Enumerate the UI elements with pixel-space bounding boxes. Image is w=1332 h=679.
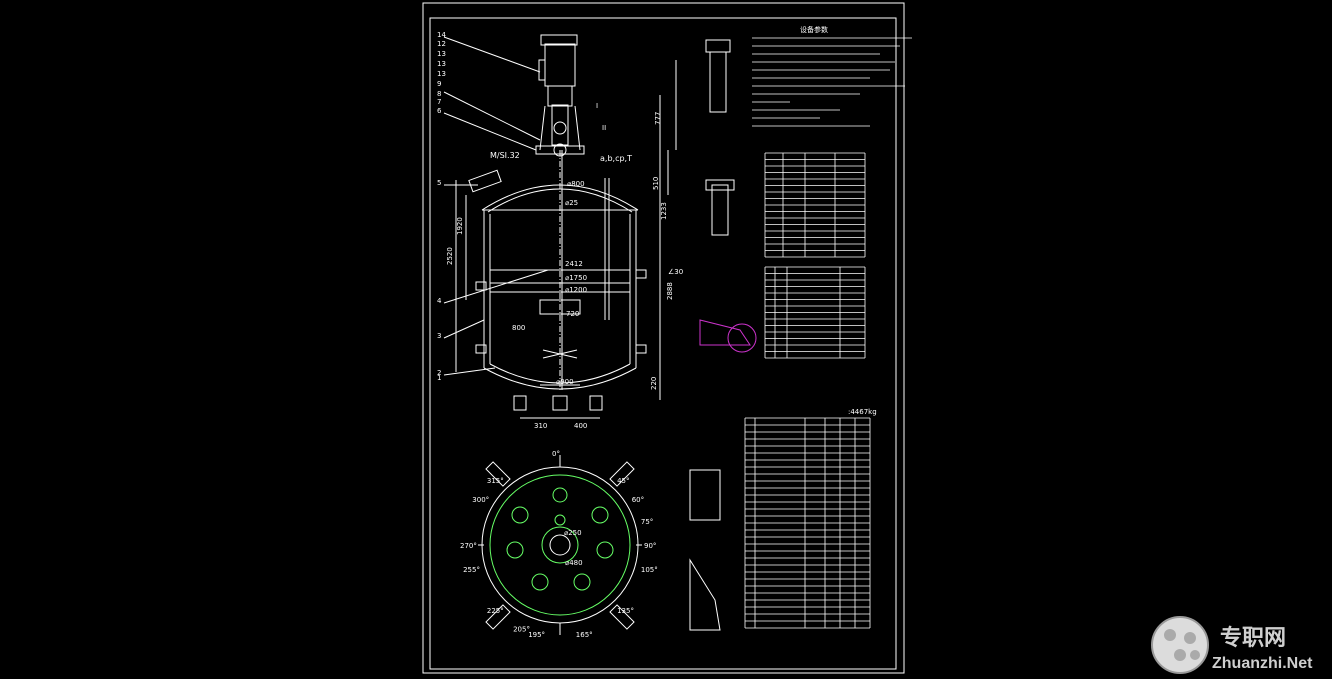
plan-view-labels: ⌀480 ⌀250	[564, 529, 583, 567]
dim-800: 800	[512, 324, 525, 332]
dim-720: 720	[566, 310, 579, 318]
part-callout: 5	[437, 179, 441, 187]
nozzle-table	[764, 266, 866, 359]
part-I-label: I	[596, 102, 598, 110]
part-callout: 12	[437, 40, 446, 48]
watermark: 专职网 Zhuanzhi.Net	[1151, 616, 1313, 674]
weight-note: :4467kg	[848, 408, 877, 416]
dim-d900: ⌀900	[556, 378, 574, 386]
part-callout: 13	[437, 70, 446, 78]
plan-angle-label: 60°	[632, 496, 644, 504]
dim-d25: ⌀25	[565, 199, 578, 207]
part-callout: 1	[437, 374, 441, 382]
plan-angle-label: 205°	[513, 625, 530, 633]
watermark-logo-icon	[1151, 616, 1209, 674]
watermark-en: Zhuanzhi.Net	[1212, 655, 1313, 672]
part-callout: 2	[437, 369, 441, 377]
watermark-cn: 专职网	[1220, 625, 1286, 651]
dim-400: 400	[574, 422, 587, 430]
plan-angle-label: 165°	[576, 631, 593, 639]
plan-view	[478, 455, 642, 635]
dim-angle30: ∠30	[668, 268, 683, 276]
elevation-labels: M/SI.32 a,b,cp,T I II ⌀800 ⌀25 2412 ⌀175…	[446, 102, 683, 430]
nozzle-letters-label: a,b,cp,T	[600, 154, 632, 163]
dim-2888: 2888	[666, 282, 674, 300]
part-callout: 3	[437, 332, 441, 340]
plan-angle-label: 315°	[487, 477, 504, 485]
technical-notes	[752, 37, 912, 127]
part-II-label: II	[602, 124, 606, 132]
part-callout: 13	[437, 60, 446, 68]
dim-2412: 2412	[565, 260, 583, 268]
plan-dim-d250: ⌀250	[564, 529, 582, 537]
part-callout: 13	[437, 50, 446, 58]
part-callout: 9	[437, 80, 441, 88]
dim-777: 777	[654, 112, 662, 125]
sheet-inner-frame	[429, 17, 897, 670]
part-callout: 14	[437, 31, 446, 39]
dim-1233: 1233	[660, 202, 668, 220]
dim-d800: ⌀800	[567, 180, 585, 188]
vessel-elevation	[443, 34, 677, 419]
plan-angle-label: 0°	[552, 450, 560, 458]
parts-list-table	[744, 417, 871, 629]
dim-310: 310	[534, 422, 547, 430]
plan-angle-label: 135°	[617, 607, 634, 615]
plan-angle-label: 255°	[463, 566, 480, 574]
notes-title: 设备参数	[800, 25, 828, 34]
plan-view-angle-labels: 0° 45° 60° 75° 90° 105° 135° 165° 195°205° 225° 25…	[460, 450, 658, 639]
detail-drawings	[689, 39, 757, 631]
dim-220: 220	[650, 377, 658, 390]
part-callout: 4	[437, 297, 442, 305]
part-callout: 8	[437, 90, 441, 98]
plan-angle-label: 105°	[641, 566, 658, 574]
dim-1920: 1920	[456, 217, 464, 235]
dim-2520: 2520	[446, 247, 454, 265]
dim-d1750: ⌀1750	[565, 274, 587, 282]
spec-table	[764, 152, 866, 258]
part-callout: 6	[437, 107, 442, 115]
plan-angle-label: 300°	[472, 496, 489, 504]
part-callout: 7	[437, 98, 441, 106]
plan-angle-label: 195°	[528, 631, 545, 639]
plan-dim-d480: ⌀480	[565, 559, 583, 567]
plan-angle-label: 90°	[644, 542, 656, 550]
plan-angle-label: 45°	[617, 477, 629, 485]
sheet-outer-frame	[422, 2, 905, 674]
plan-angle-label: 75°	[641, 518, 653, 526]
dim-d1200: ⌀1200	[565, 286, 587, 294]
plan-angle-label: 270°	[460, 542, 477, 550]
dim-510: 510	[652, 177, 660, 190]
nozzle-spec-label: M/SI.32	[490, 151, 520, 160]
plan-angle-label: 225°	[487, 607, 504, 615]
